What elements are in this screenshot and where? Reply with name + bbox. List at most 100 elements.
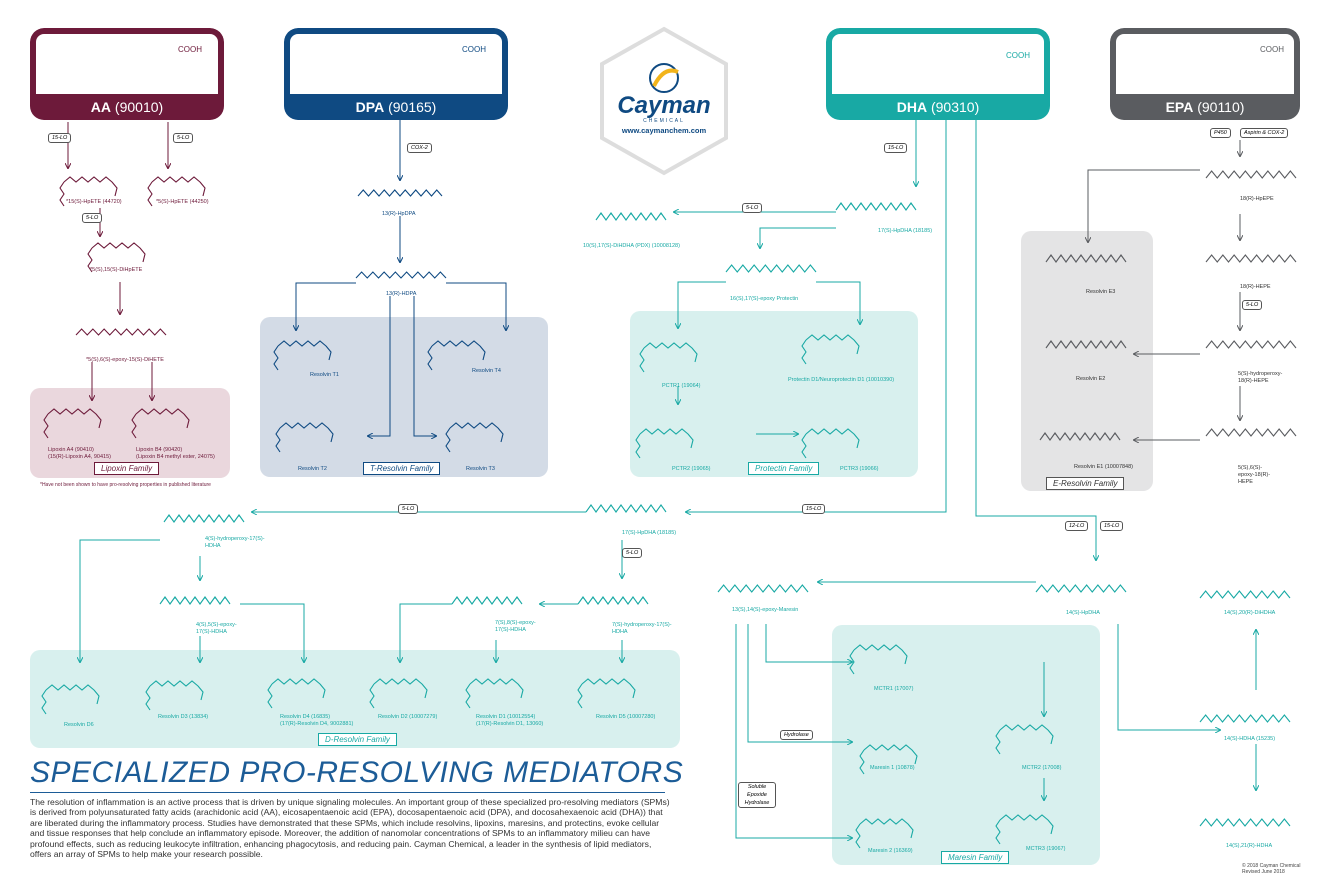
rvd6-label: Resolvin D6 — [64, 722, 94, 728]
hp5-structure — [1205, 340, 1297, 349]
lxb4-label: Lipoxin B4 (90420)(Lipoxin B4 methyl est… — [136, 447, 215, 460]
pctr2-structure — [635, 428, 694, 459]
pdx-structure — [595, 212, 667, 221]
aa-code: (90010) — [114, 99, 164, 115]
epa-cooh: COOH — [1260, 45, 1284, 54]
mctr1-label: MCTR1 (17007) — [874, 686, 914, 692]
aa-5hpete-label: *5(S)-HpETE (44250) — [156, 199, 209, 205]
rvt4-label: Resolvin T4 — [472, 368, 501, 374]
ep56-label: 5(S),6(S)-epoxy-18(R)-HEPE — [1238, 465, 1271, 485]
hdha1421-structure — [1199, 818, 1291, 827]
logo-sub: CHEMICAL — [643, 118, 685, 124]
dpa-arrow-t2 — [368, 296, 391, 436]
body-text: The resolution of inflammation is an act… — [30, 797, 670, 860]
aa-5lo-tag2: 5-LO — [82, 213, 103, 223]
t-resolvin-family-box — [260, 317, 548, 477]
dha-name: DHA — [896, 99, 928, 115]
hpepe-label: 18(R)-HpEPE — [1240, 196, 1274, 202]
hpdha2-label: 17(S)-HpDHA (18185) — [622, 530, 677, 536]
lxa4-structure — [43, 408, 102, 439]
dha-code: (90310) — [930, 99, 980, 115]
rve3-label: Resolvin E3 — [1086, 289, 1116, 295]
pd1-structure — [801, 334, 860, 365]
dihdha1420-structure — [1199, 590, 1291, 599]
dpa-cooh: COOH — [462, 45, 486, 54]
dha-arrow-mctr1 — [765, 624, 852, 662]
rve1-structure — [1039, 432, 1121, 441]
aa-5lo-tag: 5-LO — [173, 133, 194, 143]
rvd3-label: Resolvin D3 (13834) — [158, 714, 209, 720]
rvd6-structure — [41, 684, 100, 715]
rvd2-structure — [369, 678, 428, 709]
epa-code: (90110) — [1197, 99, 1245, 115]
maresin2-label: Maresin 2 (16369) — [868, 848, 913, 854]
lipoxin-family-label: Lipoxin Family — [94, 462, 160, 475]
dha-arrow-pd1 — [816, 281, 860, 324]
aa-name: AA — [90, 99, 112, 115]
dihpete-structure — [87, 242, 146, 273]
epoxyprot-structure — [725, 264, 817, 273]
dha-5lo-tag-c: 5-LO — [622, 548, 643, 558]
epa-header: EPA (90110) COOH — [1110, 28, 1300, 120]
dha-arrow-maresin1 — [747, 624, 852, 742]
mctr3-structure — [995, 814, 1054, 845]
dpa-arrow-t3 — [413, 296, 436, 436]
dpa-code: (90165) — [388, 99, 437, 115]
mctr3-label: MCTR3 (19067) — [1026, 846, 1066, 852]
protectin-family-label: Protectin Family — [748, 462, 820, 475]
pctr3-structure — [801, 428, 860, 459]
rvd2-label: Resolvin D2 (10007279) — [378, 714, 438, 720]
maresin1-label: Maresin 1 (10878) — [870, 765, 915, 771]
cayman-logo[interactable]: Cayman CHEMICAL www.caymanchem.com — [598, 26, 730, 176]
5hpete-structure — [147, 176, 206, 207]
epa-name: EPA — [1165, 99, 1194, 115]
dha-arrow-14lo — [975, 120, 1096, 560]
lxa4-label: Lipoxin A4 (90410)(15(R)-Lipoxin A4, 904… — [48, 447, 111, 460]
pctr3-label: PCTR3 (19066) — [840, 466, 879, 472]
hpdha2-structure — [585, 504, 667, 513]
epoxy-protectin-label: 16(S),17(S)-epoxy Protectin — [730, 296, 799, 302]
rvd5-structure — [577, 678, 636, 709]
aa-15hpete-label: *15(S)-HpETE (44720) — [66, 199, 122, 205]
rve2-structure — [1045, 340, 1127, 349]
dha-arrow-d2 — [400, 603, 452, 662]
dha-15lo-tag-c: 15-LO — [1100, 521, 1124, 531]
mctr2-structure — [995, 724, 1054, 755]
d-resolvin-family-label: D-Resolvin Family — [318, 733, 397, 746]
hydrolase-tag: Hydrolase — [780, 730, 813, 740]
rve3-structure — [1045, 254, 1127, 263]
hp5-label: 5(S)-hydroperoxy-18(R)-HEPE — [1238, 371, 1283, 384]
aa-dihpete-label: *5(S),15(S)-DiHpETE — [90, 267, 143, 273]
pctr1-structure — [639, 342, 698, 373]
hpdpa-structure — [357, 189, 443, 197]
pdx-label: 10(S),17(S)-DiHDHA (PDX) (10008128) — [583, 243, 680, 249]
e-resolvin-family-box — [1021, 231, 1153, 491]
rvt1-label: Resolvin T1 — [310, 372, 339, 378]
pctr1-label: PCTR1 (19064) — [662, 383, 701, 389]
hdha1421-label: 14(S),21(R)-HDHA — [1226, 843, 1273, 849]
title-rule — [30, 792, 665, 793]
rvd1-structure — [465, 678, 524, 709]
hdha14-label: 14(S)-HDHA (15235) — [1224, 736, 1276, 742]
hp7-label: 7(S)-hydroperoxy-17(S)-HDHA — [612, 622, 672, 635]
hdha14-structure — [1199, 714, 1291, 723]
epa-5lo-tag: 5-LO — [1242, 300, 1263, 310]
ep56-structure — [1205, 428, 1297, 437]
e-resolvin-family-label: E-Resolvin Family — [1046, 477, 1125, 490]
epoxymar-structure — [717, 584, 809, 593]
rve1-label: Resolvin E1 (10007848) — [1074, 464, 1134, 470]
dha-arrow-15lo-b — [686, 120, 947, 512]
rvd4-structure — [267, 678, 326, 709]
t-resolvin-family-label: T-Resolvin Family — [363, 462, 441, 475]
epoxy-structure — [75, 328, 167, 336]
dha-arrow-maresin2 — [735, 624, 852, 838]
epa-p450-tag: P450 — [1210, 128, 1231, 138]
maresin1-structure — [859, 744, 918, 775]
logo-name: Cayman — [617, 92, 711, 119]
rvd1-label: Resolvin D1 (10012554)(17(R)-Resolvin D1… — [476, 714, 544, 727]
hepe-label: 18(R)-HEPE — [1240, 284, 1271, 290]
hdpa-label: 13(R)-HDPA — [386, 291, 417, 297]
aa-cooh: COOH — [178, 45, 202, 54]
pctr2-label: PCTR2 (19065) — [672, 466, 711, 472]
hpdpa-label: 13(R)-HpDPA — [382, 211, 416, 217]
